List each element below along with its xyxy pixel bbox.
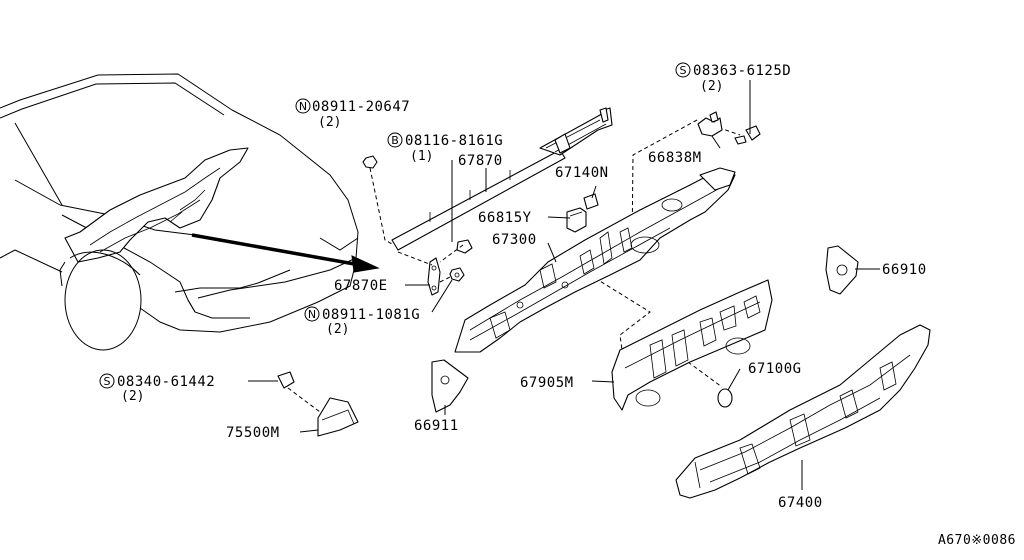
part-number-label: 08340-61442	[117, 374, 215, 390]
part-67400-member	[675, 324, 931, 499]
callout-prefix: S	[680, 64, 687, 77]
leader-lines	[248, 135, 880, 490]
part-75500M-bracket	[317, 397, 359, 437]
part-66910	[825, 245, 859, 295]
nut-08911-20647	[362, 155, 378, 169]
callout-08911-20647: N 08911-20647 (2)	[295, 98, 410, 130]
car-illustration	[0, 73, 380, 351]
part-67905M-insulator	[611, 279, 773, 411]
label-66911: 66911	[414, 418, 459, 434]
bolt-08116-8161G	[456, 239, 473, 254]
part-67300-dash-panel	[454, 167, 736, 353]
quantity-label: (2)	[318, 115, 341, 130]
label-66910: 66910	[882, 262, 927, 278]
part-67870E-bracket	[427, 257, 441, 296]
part-67100G-plug	[717, 388, 733, 408]
label-67400: 67400	[778, 495, 823, 511]
part-number-label: 08116-8161G	[405, 133, 503, 149]
part-67870-bar	[391, 107, 613, 251]
label-75500M: 75500M	[226, 425, 280, 441]
screw-08340-61442	[277, 371, 321, 413]
screw-08363-6125D	[734, 80, 761, 145]
part-number-label: 08363-6125D	[693, 63, 791, 79]
callout-prefix: B	[391, 134, 399, 147]
part-number-label: 08911-1081G	[322, 307, 420, 323]
callout-prefix: S	[104, 375, 111, 388]
label-67905M: 67905M	[520, 375, 574, 391]
part-67140N-clip	[583, 193, 599, 210]
nut-08911-1081G	[449, 267, 465, 282]
diagram-code: A670※0086	[938, 533, 1016, 548]
callout-08911-1081G: N 08911-1081G (2)	[304, 306, 420, 337]
callout-08340-61442: S 08340-61442 (2)	[99, 373, 215, 404]
quantity-label: (1)	[410, 149, 433, 164]
callout-08363-6125D: S 08363-6125D (2)	[675, 62, 791, 94]
callout-08116-8161G: B 08116-8161G (1)	[387, 132, 503, 164]
part-number-label: 08911-20647	[312, 99, 410, 115]
label-67300: 67300	[492, 232, 537, 248]
quantity-label: (2)	[326, 322, 349, 337]
label-66815Y: 66815Y	[478, 210, 532, 226]
label-67870: 67870	[458, 153, 503, 169]
callout-prefix: N	[308, 308, 316, 321]
part-66815Y-insulator	[566, 207, 587, 233]
part-66911	[431, 359, 469, 413]
quantity-label: (2)	[700, 79, 723, 94]
label-66838M: 66838M	[648, 150, 702, 166]
label-67870E: 67870E	[334, 278, 388, 294]
label-67140N: 67140N	[555, 165, 609, 181]
part-66838M-bracket	[697, 111, 723, 137]
callout-prefix: N	[299, 100, 307, 113]
quantity-label: (2)	[121, 389, 144, 404]
label-67100G: 67100G	[748, 361, 802, 377]
